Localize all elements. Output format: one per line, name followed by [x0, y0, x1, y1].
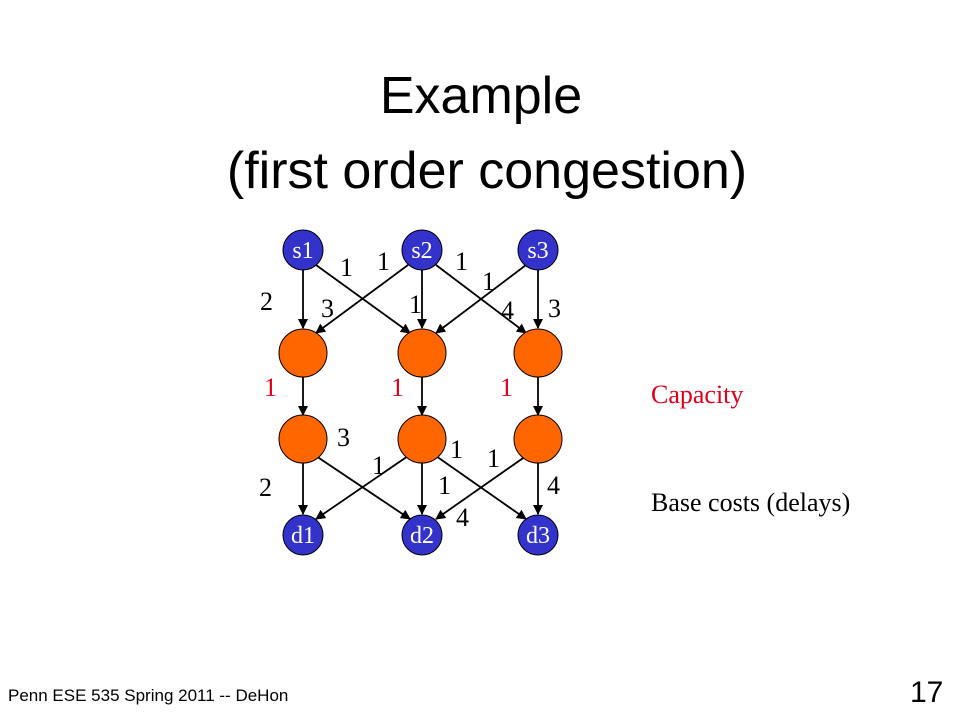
- lower-middle-node-1: [278, 414, 328, 464]
- upper-middle-node-2: [397, 328, 447, 378]
- destination-node-label: d1: [291, 523, 315, 549]
- edge-s3-m2: [435, 264, 527, 334]
- edge-cost-label: 1: [372, 451, 385, 480]
- source-node-label: s1: [292, 238, 313, 264]
- legend-base-costs: Base costs (delays): [651, 488, 851, 517]
- upper-middle-node-1: [278, 328, 328, 378]
- destination-node-label: d3: [526, 523, 550, 549]
- legend-capacity: Capacity: [651, 380, 744, 409]
- slide-title-line-1: Example: [379, 67, 583, 125]
- destination-node-d2: d2: [401, 514, 443, 556]
- source-node-label: s3: [527, 238, 548, 264]
- destination-node-d1: d1: [282, 514, 324, 556]
- edge-cost-label: 1: [340, 253, 353, 282]
- edge-cost-label: 3: [321, 294, 334, 323]
- source-node-s2: s2: [401, 229, 443, 271]
- source-node-s3: s3: [517, 229, 559, 271]
- slide-title-line-2: (first order congestion): [226, 142, 748, 200]
- source-node-s1: s1: [282, 229, 324, 271]
- edge-cost-label: 3: [548, 294, 561, 323]
- footer-credit: Penn ESE 535 Spring 2011 -- DeHon: [8, 686, 289, 705]
- source-node-label: s2: [411, 238, 432, 264]
- edge-cost-label: 1: [438, 471, 451, 500]
- edge-cost-label: 1: [450, 435, 463, 464]
- capacity-label: 1: [500, 373, 513, 402]
- edge-cost-label: 1: [455, 247, 468, 276]
- edge-cost-label: 1: [487, 444, 500, 473]
- slide-number: 17: [910, 676, 944, 709]
- lower-middle-node-2: [397, 414, 447, 464]
- edge-cost-label: 2: [260, 287, 273, 316]
- edge-cost-label: 2: [259, 473, 272, 502]
- capacity-label: 1: [391, 373, 404, 402]
- edge-cost-label: 4: [547, 471, 560, 500]
- edge-cost-label: 1: [482, 267, 495, 296]
- edge-l3-d2: [435, 455, 527, 520]
- destination-node-label: d2: [410, 523, 434, 549]
- lower-middle-node-3: [513, 414, 563, 464]
- destination-node-d3: d3: [517, 514, 559, 556]
- capacity-label: 1: [264, 373, 277, 402]
- edge-cost-label: 1: [409, 290, 422, 319]
- edge-cost-label: 4: [501, 296, 514, 325]
- edge-cost-label: 3: [337, 423, 350, 452]
- edge-l2-d1: [315, 455, 409, 520]
- edge-s2-m1: [315, 264, 409, 334]
- upper-middle-node-3: [513, 328, 563, 378]
- edge-cost-label: 1: [377, 247, 390, 276]
- edge-cost-label: 4: [456, 503, 469, 532]
